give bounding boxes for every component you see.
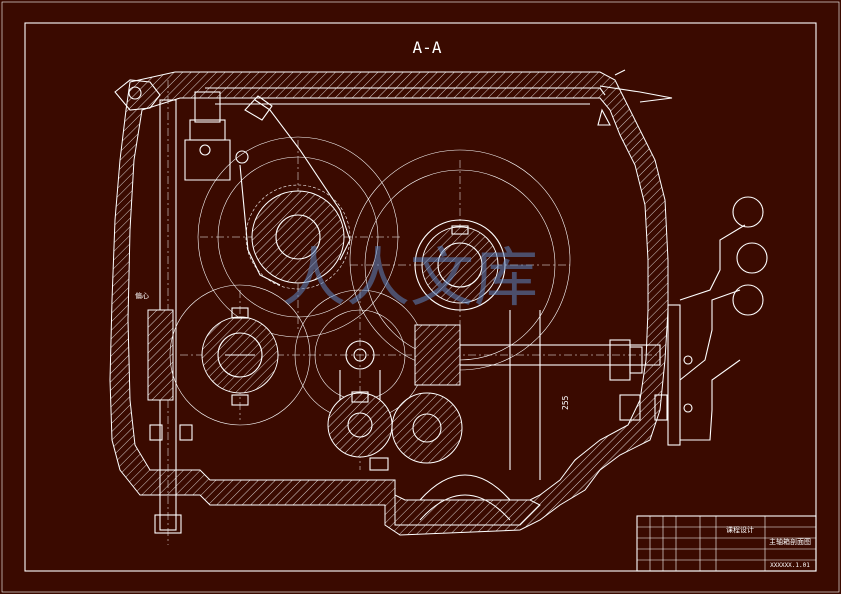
right-upper-gear (414, 219, 506, 311)
title-block: 课程设计 主轴箱剖面图 XXXXXX.1.01 (636, 515, 817, 572)
title-drawing-name: 主轴箱剖面图 (769, 537, 811, 546)
dimension-label: 255 (561, 395, 570, 410)
housing-cavity (127, 97, 649, 511)
bottom-gears (327, 391, 463, 471)
title-drawing-number: XXXXXX.1.01 (770, 562, 810, 569)
left-vertical-shaft (147, 80, 193, 545)
upper-gear (245, 184, 351, 290)
title-design: 课程设计 (726, 525, 754, 534)
annotation-label: 偏心 (135, 291, 149, 300)
left-middle-gear (201, 307, 279, 406)
right-handle (667, 196, 768, 446)
gearbox-housing (109, 71, 669, 536)
inner-frame (24, 22, 817, 572)
watermark-text: 人人文库 (282, 242, 538, 316)
right-horizontal-shaft: 255 (414, 310, 668, 480)
section-label: A-A (413, 38, 442, 57)
top-lever (114, 69, 673, 286)
